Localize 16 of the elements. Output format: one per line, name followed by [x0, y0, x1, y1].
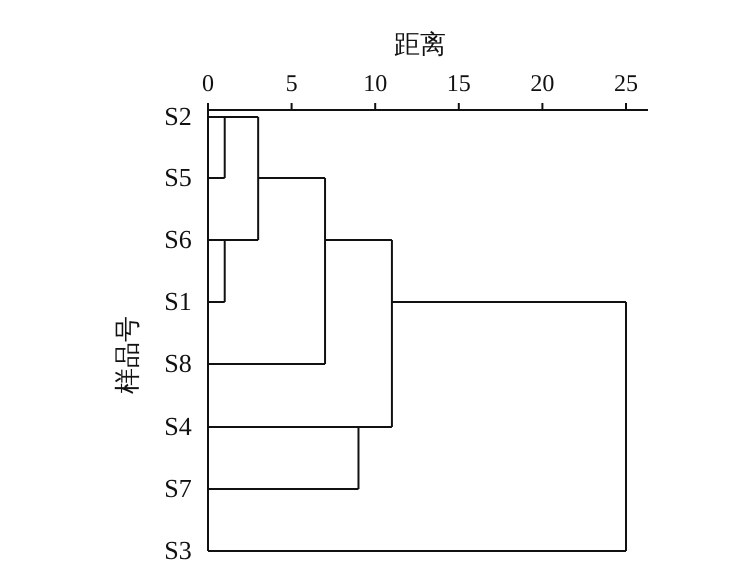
sample-label: S3: [164, 538, 192, 564]
sample-label: S5: [164, 165, 192, 191]
sample-label: S1: [164, 289, 192, 315]
tick-label: 0: [202, 72, 214, 96]
sample-label: S8: [164, 351, 192, 377]
sample-label: S7: [164, 476, 192, 502]
sample-label: S6: [164, 227, 192, 253]
tick-label: 10: [363, 72, 388, 96]
axis-title: 样品号: [115, 316, 141, 394]
tick-label: 5: [286, 72, 298, 96]
axis-title: 距离: [394, 32, 446, 58]
tick-label: 20: [530, 72, 554, 96]
tick-label: 25: [614, 72, 638, 96]
tick-label: 15: [446, 72, 471, 96]
sample-label: S4: [164, 414, 192, 440]
sample-label: S2: [164, 104, 192, 130]
